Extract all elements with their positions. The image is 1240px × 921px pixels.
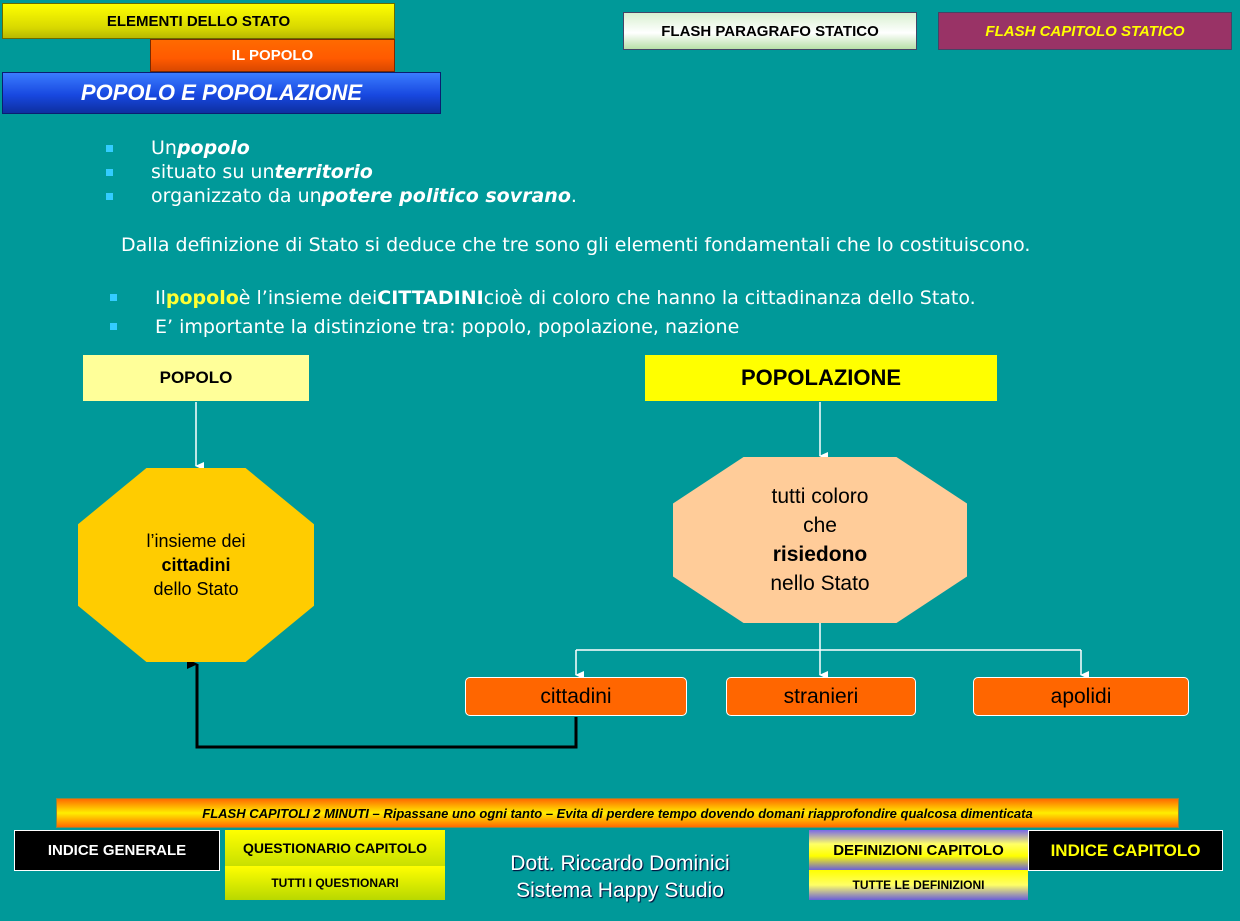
- questionario-capitolo-button[interactable]: QUESTIONARIO CAPITOLO: [225, 830, 445, 866]
- list-item-emphasis: territorio: [274, 161, 373, 183]
- list-item: Un popolo: [106, 136, 577, 160]
- list-item: Il popolo è l’insieme dei CITTADINI cioè…: [110, 283, 976, 312]
- octagon-text: che: [803, 514, 837, 537]
- deduction-text: Dalla definizione di Stato si deduce che…: [121, 234, 1031, 256]
- popolazione-heading: POPOLAZIONE: [645, 355, 997, 401]
- bullet-icon: [110, 294, 117, 301]
- elementi-dello-stato-button[interactable]: ELEMENTI DELLO STATO: [2, 3, 395, 39]
- note-text: cioè di coloro che hanno la cittadinanza…: [483, 286, 976, 309]
- category-cittadini: cittadini: [465, 677, 687, 716]
- tutte-definizioni-button[interactable]: TUTTE LE DEFINIZIONI: [809, 870, 1028, 900]
- note-bold: CITTADINI: [377, 286, 484, 309]
- bullet-icon: [106, 144, 113, 152]
- flash-capitoli-banner[interactable]: FLASH CAPITOLI 2 MINUTI – Ripassane uno …: [56, 798, 1179, 828]
- author-credit: Dott. Riccardo Dominici Sistema Happy St…: [470, 850, 770, 904]
- note-text: Il: [155, 286, 166, 309]
- il-popolo-button[interactable]: IL POPOLO: [150, 39, 395, 72]
- note-text: è l’insieme dei: [238, 286, 378, 309]
- author-system: Sistema Happy Studio: [516, 879, 724, 902]
- indice-capitolo-button[interactable]: INDICE CAPITOLO: [1028, 830, 1223, 871]
- list-item-text: .: [570, 185, 577, 207]
- bullet-icon: [106, 168, 113, 176]
- octagon-text: tutti coloro: [771, 485, 869, 508]
- tutti-questionari-button[interactable]: TUTTI I QUESTIONARI: [225, 866, 445, 900]
- note-highlight: popolo: [165, 286, 239, 309]
- octagon-text: cittadini: [161, 555, 231, 575]
- popolo-heading: POPOLO: [83, 355, 309, 401]
- list-item-text: situato su un: [151, 161, 275, 183]
- author-name: Dott. Riccardo Dominici: [510, 852, 730, 875]
- flash-capitolo-button[interactable]: FLASH CAPITOLO STATICO: [938, 12, 1232, 50]
- list-item-emphasis: popolo: [176, 137, 250, 159]
- category-stranieri: stranieri: [726, 677, 916, 716]
- list-item: organizzato da un potere politico sovran…: [106, 184, 577, 208]
- popolazione-definition-octagon: tutti coloro che risiedono nello Stato: [673, 457, 967, 623]
- note-text: E’ importante la distinzione tra: popolo…: [155, 315, 740, 338]
- popolo-definition-octagon: l’insieme dei cittadini dello Stato: [78, 468, 314, 662]
- octagon-text: dello Stato: [153, 579, 239, 599]
- flash-paragrafo-button[interactable]: FLASH PARAGRAFO STATICO: [623, 12, 917, 50]
- list-item-text: Un: [151, 137, 177, 159]
- list-item: situato su un territorio: [106, 160, 577, 184]
- definition-list: Un popolo situato su un territorio organ…: [106, 136, 577, 208]
- definizioni-capitolo-button[interactable]: DEFINIZIONI CAPITOLO: [809, 830, 1028, 870]
- list-item-text: organizzato da un: [151, 185, 322, 207]
- indice-generale-button[interactable]: INDICE GENERALE: [14, 830, 220, 871]
- page-title: POPOLO E POPOLAZIONE: [2, 72, 441, 114]
- list-item-emphasis: potere politico sovrano: [321, 185, 571, 207]
- octagon-text: nello Stato: [770, 572, 870, 595]
- connector-cittadini-to-popolo: [187, 659, 578, 749]
- category-apolidi: apolidi: [973, 677, 1189, 716]
- bullet-icon: [106, 192, 113, 200]
- octagon-text: risiedono: [772, 543, 868, 566]
- list-item: E’ importante la distinzione tra: popolo…: [110, 312, 976, 341]
- octagon-text: l’insieme dei: [146, 531, 246, 551]
- bullet-icon: [110, 323, 117, 330]
- notes-list: Il popolo è l’insieme dei CITTADINI cioè…: [110, 283, 976, 341]
